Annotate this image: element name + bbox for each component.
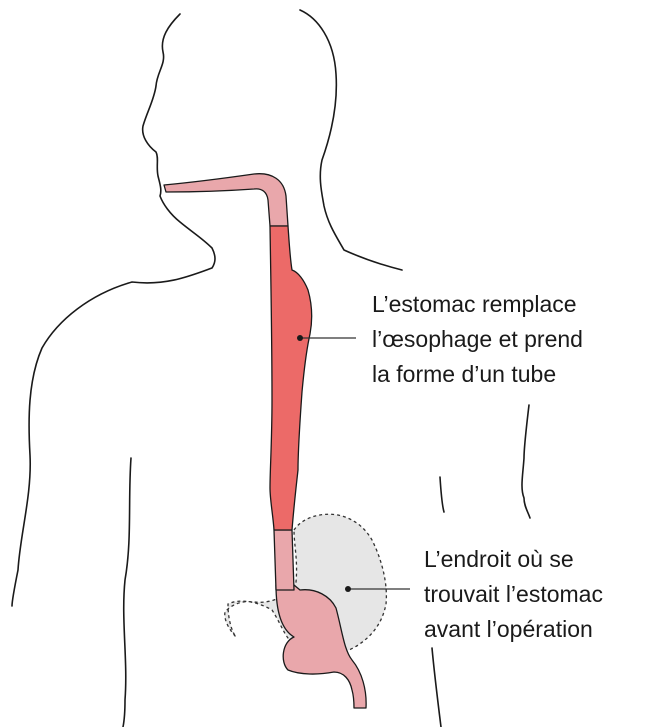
head-back-outline [300, 10, 402, 270]
new-stomach-label-line-3: la forme d’un tube [372, 360, 583, 389]
new-stomach-label-line-1: L’estomac remplace [372, 290, 583, 319]
former-stomach-label-line-1: L’endroit où se [424, 545, 603, 574]
upper-tube [164, 174, 288, 226]
new-stomach-leader-dot [297, 335, 303, 341]
head-face-outline [12, 14, 215, 606]
former-stomach-leader-dot [345, 586, 351, 592]
new-stomach-label-line-2: l’œsophage et prend [372, 325, 583, 354]
lower-tube [274, 530, 294, 590]
stomach-tube [270, 226, 312, 530]
lower-torso-outline [432, 648, 441, 727]
former-stomach-label-line-2: trouvait l’estomac [424, 580, 603, 609]
right-torso-outline [440, 477, 444, 512]
new-stomach-label: L’estomac remplace l’œsophage et prend l… [372, 290, 583, 389]
former-stomach-label: L’endroit où se trouvait l’estomac avant… [424, 545, 603, 644]
former-stomach-label-line-3: avant l’opération [424, 615, 603, 644]
right-arm-outline [522, 405, 530, 518]
left-arm-inner-outline [123, 458, 131, 727]
